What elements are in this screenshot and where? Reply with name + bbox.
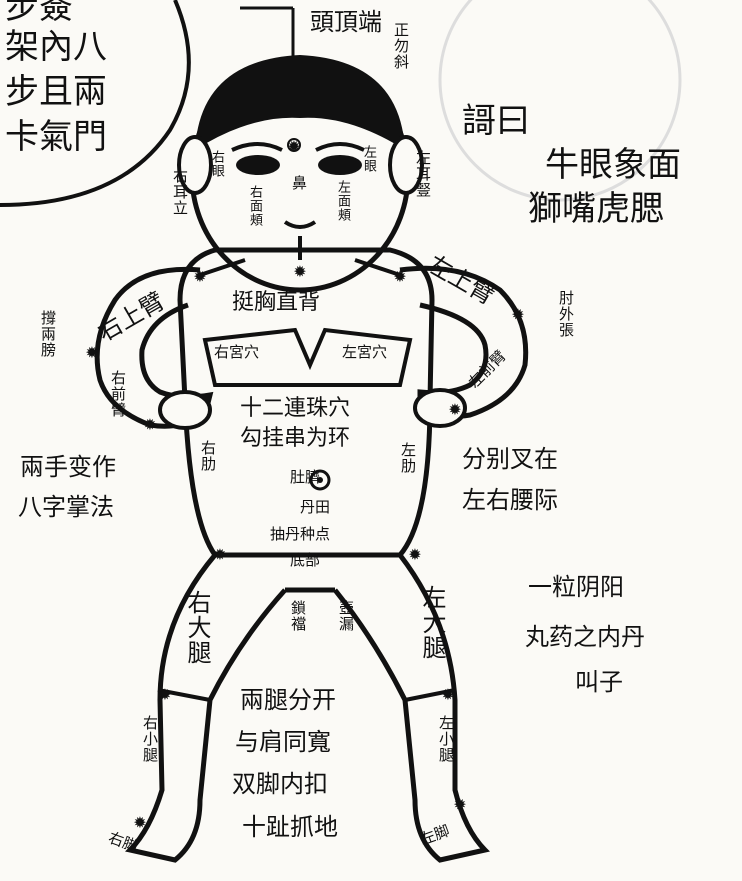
right-point-label: 右宮穴: [214, 343, 260, 361]
svg-text:✹: ✹: [511, 305, 524, 324]
left-rib-label: 左肋: [399, 442, 417, 474]
left-cheek-label: 左面頰: [335, 180, 350, 222]
right-forearm-label: 右前臂: [109, 370, 127, 418]
left-knee-line: [404, 688, 456, 702]
elbow-out-label: 肘外張: [557, 290, 575, 338]
saying-line1: 牛眼象面: [545, 145, 681, 185]
left-ear: [388, 135, 424, 195]
left-note-line1: 兩手变作: [20, 453, 116, 481]
left-eye-label: 左眼: [361, 145, 376, 173]
right-thigh-label: 右大腿: [183, 590, 211, 665]
svg-text:✹: ✹: [393, 267, 406, 286]
speech-circle: [0, 0, 191, 207]
svg-text:✹: ✹: [408, 545, 421, 564]
circle-text-line2: 架內八: [5, 27, 107, 67]
crotch-left-label: 壺漏: [337, 600, 355, 632]
svg-text:✹: ✹: [448, 400, 461, 419]
right-leg: [125, 553, 287, 863]
stance-line4: 十趾抓地: [242, 813, 338, 841]
navel-row4: 底部: [290, 551, 321, 569]
right-shoulder-line: [199, 258, 246, 277]
acupoints: ✹ ✹ ✹ ✹ ✹ ✹ ✹ ✹ ✹ ✹ ✹ ✹ ✹ ✹: [85, 137, 524, 832]
right-calf-label: 右小腿: [141, 715, 159, 763]
navel-row3: 抽丹种点: [270, 525, 331, 543]
ghost-circle-right: [438, 0, 682, 202]
saying-line2: 獅嘴虎腮: [528, 189, 664, 229]
mouth: [283, 220, 317, 229]
right-eye: [236, 155, 280, 175]
left-leg: [333, 553, 490, 863]
stance-line2: 与肩同寬: [235, 728, 331, 756]
forehead-point: [287, 138, 301, 152]
svg-text:✹: ✹: [213, 545, 226, 564]
svg-text:✹: ✹: [293, 262, 306, 281]
left-point-label: 左宮穴: [342, 343, 388, 361]
right-rib-label: 右肋: [199, 440, 217, 472]
circle-text-line4: 卡氣門: [5, 117, 107, 157]
left-hand: [413, 388, 467, 428]
right-arm: [94, 266, 214, 429]
chest-title: 挺胸直背: [232, 290, 321, 315]
stance-line3: 双脚内扣: [232, 770, 328, 798]
right-note-line2: 左右腰际: [462, 486, 558, 514]
right-eye-label: 右眼: [209, 150, 224, 178]
left-ear-label: 左耳豎: [414, 150, 432, 198]
saying-title: 謌曰: [462, 101, 530, 141]
circle-text-line1: 步簽: [5, 0, 73, 27]
left-thigh-label: 左大腿: [418, 585, 446, 660]
svg-text:✹: ✹: [133, 813, 146, 832]
right-cheek-label: 右面頰: [247, 185, 262, 227]
svg-text:✹: ✹: [85, 343, 98, 362]
right-knee-line: [157, 688, 211, 702]
chest-plate: [202, 327, 413, 387]
head-label: 頭頂端: [310, 8, 382, 36]
head-note: 正勿斜: [392, 22, 410, 70]
pill-note-line2: 丸药之内丹: [525, 623, 645, 651]
svg-text:✹: ✹: [453, 795, 466, 814]
circle-text-line3: 步且兩: [5, 72, 107, 112]
navel-row2: 丹田: [300, 498, 331, 516]
crotch-right-label: 鎖襠: [289, 600, 307, 632]
pill-note-line3: 叫子: [575, 668, 623, 696]
pill-note-line1: 一粒阴阳: [528, 573, 624, 601]
right-brow: [231, 142, 283, 152]
navel-row1: 肚臍: [290, 468, 321, 486]
svg-text:✹: ✹: [193, 267, 206, 286]
left-shoulder-line: [354, 258, 401, 277]
left-calf-label: 左小腿: [437, 715, 455, 763]
left-eye: [318, 155, 362, 175]
right-ear: [177, 135, 213, 195]
hair: [195, 55, 405, 150]
svg-text:✹: ✹: [287, 137, 300, 156]
torso-line1: 十二連珠穴: [240, 396, 351, 421]
right-hand: [158, 390, 212, 430]
left-note-line2: 八字掌法: [18, 493, 114, 521]
svg-text:✹: ✹: [441, 685, 454, 704]
left-brow: [315, 142, 365, 152]
support-ribs-label: 撐兩膀: [39, 310, 57, 358]
torso-line2: 勾挂串为环: [240, 426, 351, 451]
svg-text:✹: ✹: [158, 685, 171, 704]
svg-text:✹: ✹: [143, 415, 156, 434]
right-note-line1: 分别叉在: [462, 445, 558, 473]
right-ear-label: 右耳立: [171, 168, 189, 216]
stance-line1: 兩腿分开: [240, 686, 336, 714]
nose-label: 鼻: [292, 174, 308, 192]
